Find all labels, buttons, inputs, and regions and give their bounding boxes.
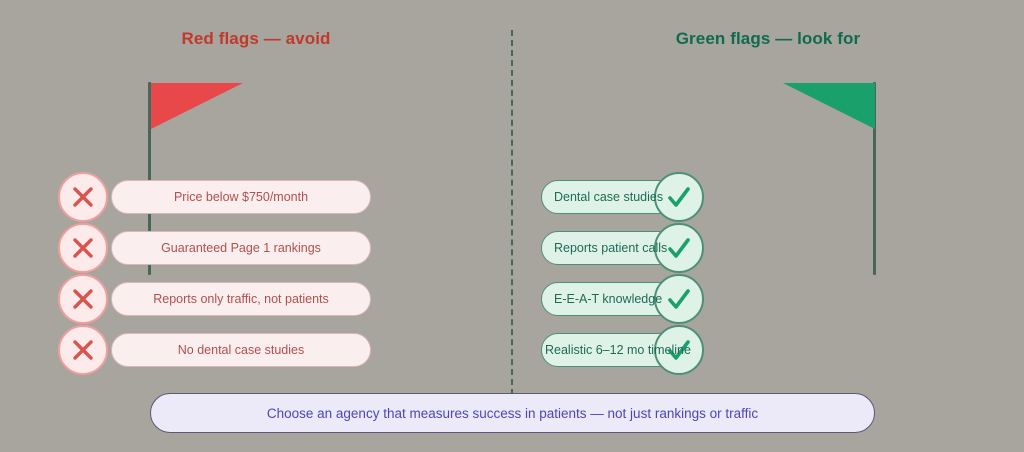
red-flag-label: Reports only traffic, not patients xyxy=(153,292,329,306)
red-flag-label: No dental case studies xyxy=(177,343,305,357)
red-flag-pole xyxy=(148,82,151,275)
center-divider xyxy=(511,30,513,395)
check-mark-icon xyxy=(654,172,704,222)
red-flag-pill: Guaranteed Page 1 rankings xyxy=(111,231,371,265)
red-flag-pill: Price below $750/month xyxy=(111,180,371,214)
check-mark-icon xyxy=(654,274,704,324)
x-mark-icon xyxy=(58,172,108,222)
red-flag-pill: Reports only traffic, not patients xyxy=(111,282,371,316)
check-mark-icon xyxy=(654,223,704,273)
summary-banner-text: Choose an agency that measures success i… xyxy=(266,405,759,421)
x-mark-icon xyxy=(58,223,108,273)
green-flag-label: Reports patient calls xyxy=(554,241,668,255)
x-mark-icon xyxy=(58,274,108,324)
red-flag-label: Guaranteed Page 1 rankings xyxy=(161,241,321,255)
green-flag-label: Dental case studies xyxy=(554,190,664,204)
check-mark-icon xyxy=(654,325,704,375)
red-flag-icon xyxy=(151,83,243,129)
green-flag-label: Realistic 6–12 mo timeline xyxy=(545,343,691,357)
red-flag-label: Price below $750/month xyxy=(173,190,309,204)
x-mark-icon xyxy=(58,325,108,375)
green-flags-heading: Green flags — look for xyxy=(675,29,861,48)
red-flag-pill: No dental case studies xyxy=(111,333,371,367)
green-flag-pole xyxy=(873,82,876,275)
green-flag-label: E-E-A-T knowledge xyxy=(554,292,663,306)
red-flags-heading: Red flags — avoid xyxy=(181,29,331,48)
summary-banner: Choose an agency that measures success i… xyxy=(150,393,875,433)
green-flag-icon xyxy=(783,83,875,129)
